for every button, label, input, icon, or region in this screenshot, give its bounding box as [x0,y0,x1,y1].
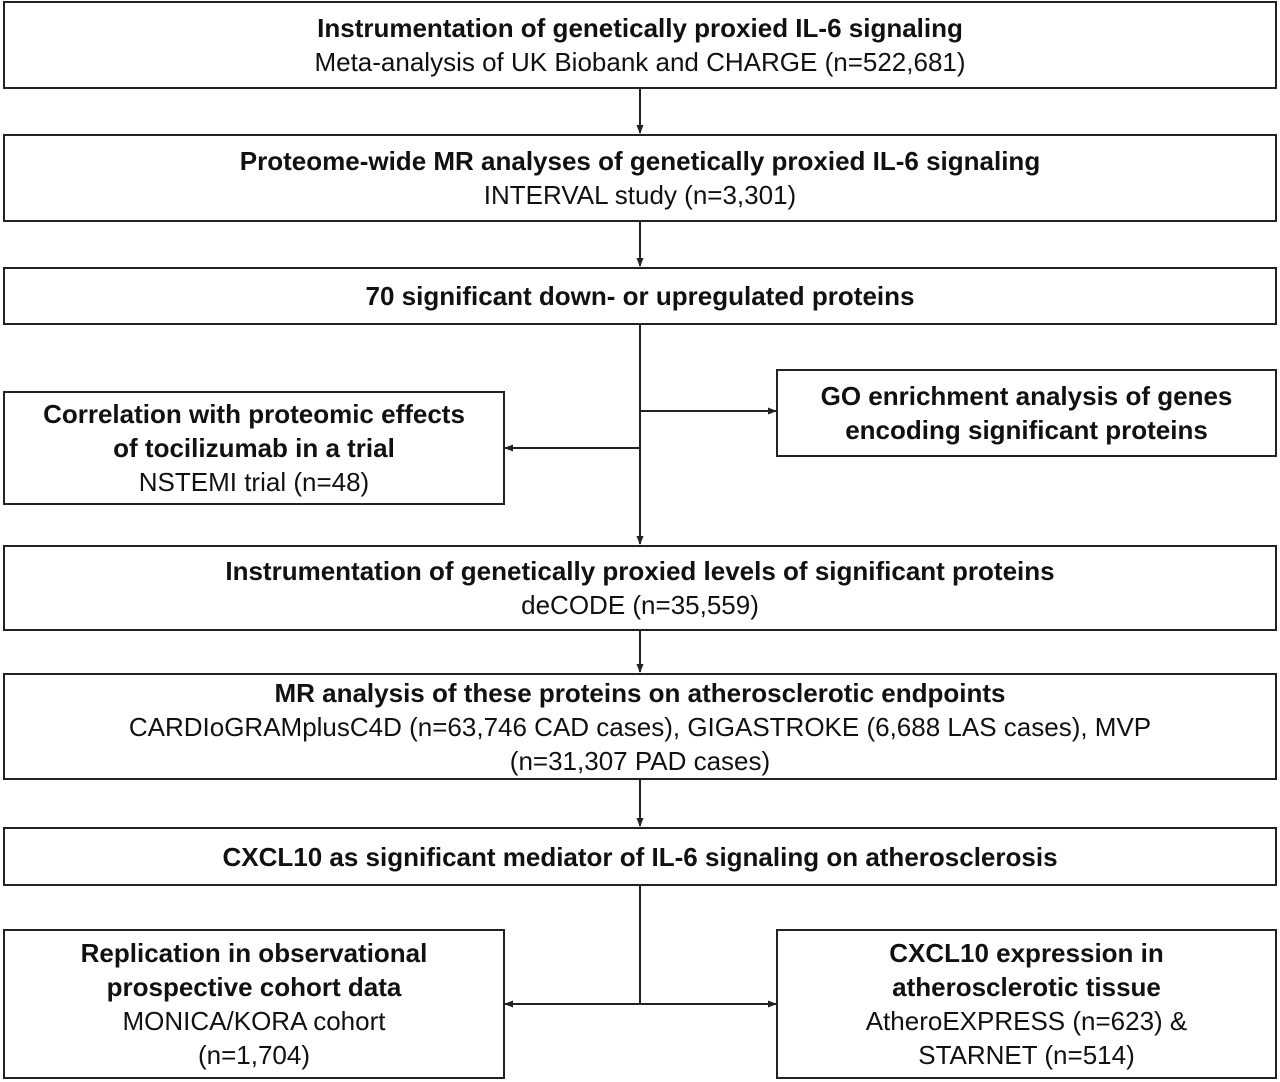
box-detail: INTERVAL study (n=3,301) [483,180,797,210]
box-title-line-2: of tocilizumab in a trial [113,433,395,463]
box-detail-line-1: AtheroEXPRESS (n=623) & [865,1006,1188,1036]
box-tocilizumab-correlation: Correlation with proteomic effects of to… [3,391,505,505]
box-detail-line-2: (n=1,704) [197,1040,311,1070]
box-title-line-2: prospective cohort data [106,972,402,1002]
box-title: 70 significant down- or upregulated prot… [365,281,915,311]
box-title-line-1: GO enrichment analysis of genes [820,381,1233,411]
box-title: Instrumentation of genetically proxied I… [317,13,963,43]
box-title-line-1: CXCL10 expression in [889,938,1164,968]
box-detail-line-1: MONICA/KORA cohort [122,1006,386,1036]
box-go-enrichment: GO enrichment analysis of genes encoding… [776,369,1277,457]
box-title-line-2: encoding significant proteins [845,415,1208,445]
box-instrumentation-proteins: Instrumentation of genetically proxied l… [3,545,1277,631]
box-title-line-2: atherosclerotic tissue [892,972,1161,1002]
box-detail: NSTEMI trial (n=48) [138,467,370,497]
box-title: Proteome-wide MR analyses of genetically… [239,146,1041,176]
box-title: Instrumentation of genetically proxied l… [225,556,1055,586]
box-detail-line-2: (n=31,307 PAD cases) [509,745,771,776]
box-cxcl10-expression: CXCL10 expression in atherosclerotic tis… [776,929,1277,1079]
box-detail: deCODE (n=35,559) [521,590,759,620]
box-cxcl10-mediator: CXCL10 as significant mediator of IL-6 s… [3,827,1277,886]
box-title-line-1: Correlation with proteomic effects [43,399,465,429]
box-detail-line-1: CARDIoGRAMplusC4D (n=63,746 CAD cases), … [128,711,1152,742]
box-title-line-1: Replication in observational [80,938,428,968]
box-detail-line-2: STARNET (n=514) [918,1040,1135,1070]
box-title: MR analysis of these proteins on atheros… [274,677,1006,708]
box-title: CXCL10 as significant mediator of IL-6 s… [222,841,1058,872]
box-replication-cohort: Replication in observational prospective… [3,929,505,1079]
box-mr-atherosclerotic-endpoints: MR analysis of these proteins on atheros… [3,673,1277,780]
box-instrumentation-il6: Instrumentation of genetically proxied I… [3,1,1277,89]
box-significant-proteins: 70 significant down- or upregulated prot… [3,267,1277,325]
box-detail: Meta-analysis of UK Biobank and CHARGE (… [314,47,966,77]
box-proteome-wide-mr: Proteome-wide MR analyses of genetically… [3,134,1277,222]
